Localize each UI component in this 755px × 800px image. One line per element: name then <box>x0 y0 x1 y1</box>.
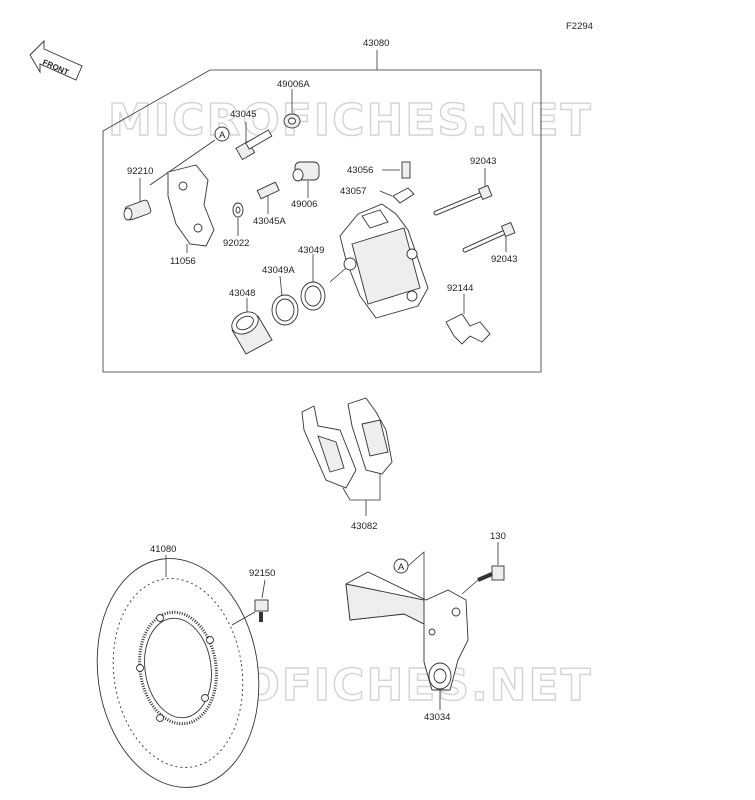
label-92150: 92150 <box>249 568 275 579</box>
part-41080-disc <box>96 555 260 788</box>
label-43056: 43056 <box>347 165 373 176</box>
label-130: 130 <box>490 531 506 542</box>
part-130-bolt <box>461 542 505 595</box>
part-43045-pin <box>235 122 273 161</box>
part-92043-bolt-upper <box>433 168 493 216</box>
front-arrow-icon: FRONT <box>29 39 83 81</box>
part-43034-bracket <box>345 571 469 710</box>
label-11056: 11056 <box>170 256 196 267</box>
label-43057: 43057 <box>340 186 366 197</box>
part-92043-bolt-lower <box>462 221 516 253</box>
label-92022: 92022 <box>223 238 249 249</box>
part-49006-boot <box>292 161 320 198</box>
callout-a-top: A <box>149 126 230 186</box>
label-43045a: 43045A <box>253 216 286 227</box>
part-43049a-seal <box>271 275 299 326</box>
svg-text:A: A <box>398 562 405 573</box>
label-41080: 41080 <box>150 544 176 555</box>
label-49006a: 49006A <box>277 79 310 90</box>
watermark-top: MICROFICHES.NET <box>108 95 593 146</box>
label-43080: 43080 <box>363 38 389 49</box>
label-43082: 43082 <box>351 521 377 532</box>
label-92210: 92210 <box>127 166 153 177</box>
label-92144: 92144 <box>447 283 473 294</box>
label-92043-upper: 92043 <box>470 156 496 167</box>
label-92043-lower: 92043 <box>491 254 517 265</box>
part-92150-bolt <box>231 579 269 626</box>
part-43057-cap <box>379 187 415 204</box>
part-caliper-body <box>329 203 429 319</box>
label-43034: 43034 <box>424 712 450 723</box>
label-43048: 43048 <box>229 288 255 299</box>
part-92210-sleeve <box>123 178 152 221</box>
part-43082-pads <box>301 397 393 516</box>
part-92022-washer <box>232 202 244 236</box>
part-49006a-boot <box>283 89 301 129</box>
svg-text:A: A <box>219 130 226 141</box>
label-43049a: 43049A <box>262 265 295 276</box>
label-43045: 43045 <box>230 109 256 120</box>
caliper-assembly-frame <box>102 50 542 373</box>
part-92144-spring <box>445 294 491 345</box>
callout-a-bottom: A <box>393 551 425 610</box>
part-43056-bleed-screw <box>382 161 411 179</box>
part-43045a-pin <box>256 181 280 214</box>
label-43049: 43049 <box>298 245 324 256</box>
part-43048-piston <box>231 298 273 355</box>
label-49006: 49006 <box>291 199 317 210</box>
part-11056-bracket <box>167 164 215 253</box>
figure-code: F2294 <box>566 21 593 32</box>
part-43049-seal <box>300 254 326 311</box>
